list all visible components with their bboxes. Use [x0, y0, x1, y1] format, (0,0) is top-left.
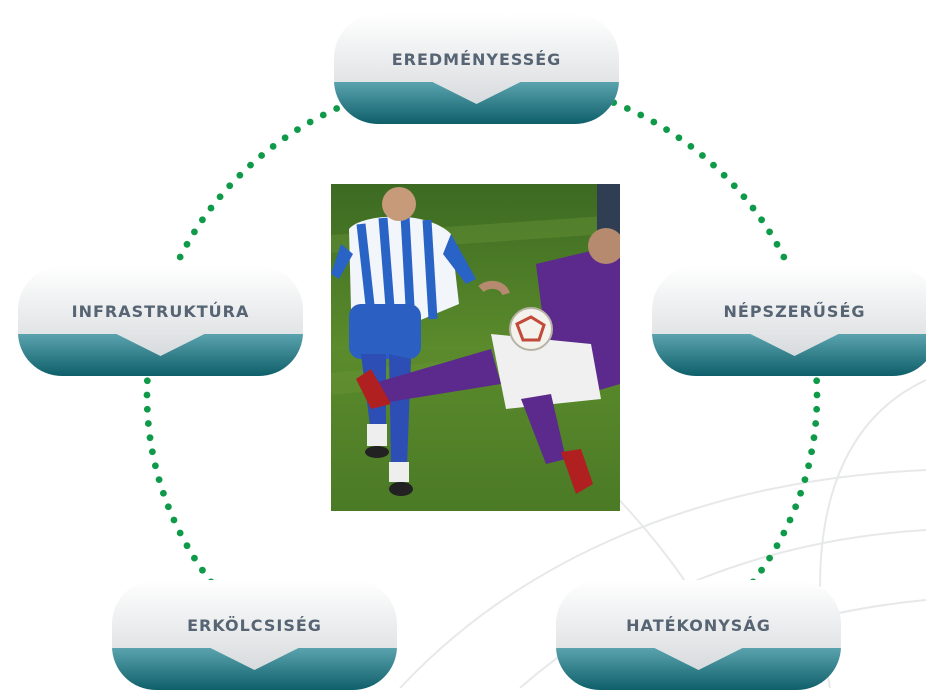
ring-dot [637, 111, 645, 119]
ring-dot [805, 462, 813, 470]
ring-dot [813, 377, 821, 385]
ring-dot [191, 228, 198, 236]
ring-dot [170, 516, 178, 524]
ring-dot [236, 171, 244, 179]
ring-dot [155, 476, 163, 483]
ring-dot [269, 142, 277, 150]
ring-dot [207, 204, 215, 212]
ring-dot [749, 204, 757, 212]
node-nepszeruseg: NÉPSZERŰSÉG [652, 266, 926, 378]
ring-dot [675, 134, 683, 142]
ring-dot [151, 462, 159, 470]
ring-dot [247, 161, 254, 169]
ring-dot [797, 489, 805, 497]
ring-dot [792, 503, 800, 511]
ring-dot [810, 434, 818, 442]
ring-dot [780, 529, 788, 537]
ring-dot [758, 216, 765, 224]
ring-dot [319, 111, 327, 119]
node-hatekonysag: HATÉKONYSÁG [556, 580, 841, 692]
ring-dot [164, 503, 172, 511]
node-infrastruktura: INFRASTRUKTÚRA [18, 266, 303, 378]
ring-dot [306, 118, 314, 126]
ring-dot [294, 126, 301, 134]
ring-dot [786, 516, 794, 524]
ring-dot [143, 377, 151, 385]
node-label-eredmenyesseg: EREDMÉNYESSÉG [391, 50, 562, 69]
ring-dot [146, 434, 154, 442]
ring-dot [199, 566, 206, 574]
ring-dot [143, 391, 151, 399]
ring-dot [199, 216, 206, 224]
ring-dot [281, 134, 289, 142]
ring-dot [766, 228, 773, 236]
node-label-nepszeruseg: NÉPSZERŰSÉG [723, 302, 866, 321]
ring-dot [144, 420, 152, 427]
ring-dot [148, 448, 156, 456]
ring-dot [720, 171, 728, 179]
node-label-erkolcsiseg: ERKÖLCSISÉG [187, 616, 322, 635]
ring-dot [183, 542, 191, 550]
ring-dot [812, 420, 820, 427]
ring-dot [650, 118, 658, 126]
ring-dot [699, 152, 706, 159]
ring-dot [808, 448, 816, 456]
ring-dot [710, 161, 717, 169]
ring-dot [191, 554, 198, 562]
ring-dot [801, 476, 809, 483]
ring-dot [176, 253, 184, 261]
ring-dot [258, 152, 265, 159]
ring-dot [773, 240, 781, 248]
ring-dot [333, 105, 341, 112]
ring-dot [663, 126, 670, 134]
ring-dot [623, 105, 631, 112]
ring-dot [780, 253, 788, 261]
node-erkolcsiseg: ERKÖLCSISÉG [112, 580, 397, 692]
ring-dot [813, 391, 821, 399]
ring-dot [740, 193, 748, 201]
football-match-photo [331, 184, 620, 511]
ring-dot [758, 566, 765, 574]
ring-dot [143, 405, 151, 413]
ring-dot [730, 182, 738, 190]
ring-dot [216, 193, 224, 201]
node-label-hatekonysag: HATÉKONYSÁG [626, 616, 771, 635]
ring-dot [766, 554, 773, 562]
node-eredmenyesseg: EREDMÉNYESSÉG [334, 14, 619, 126]
ring-dot [226, 182, 234, 190]
ring-dot [813, 405, 821, 413]
ring-dot [183, 240, 191, 248]
ring-dot [773, 542, 781, 550]
node-label-infrastruktura: INFRASTRUKTÚRA [71, 302, 250, 321]
ring-dot [176, 529, 184, 537]
ring-dot [159, 489, 167, 497]
ring-dot [687, 142, 695, 150]
